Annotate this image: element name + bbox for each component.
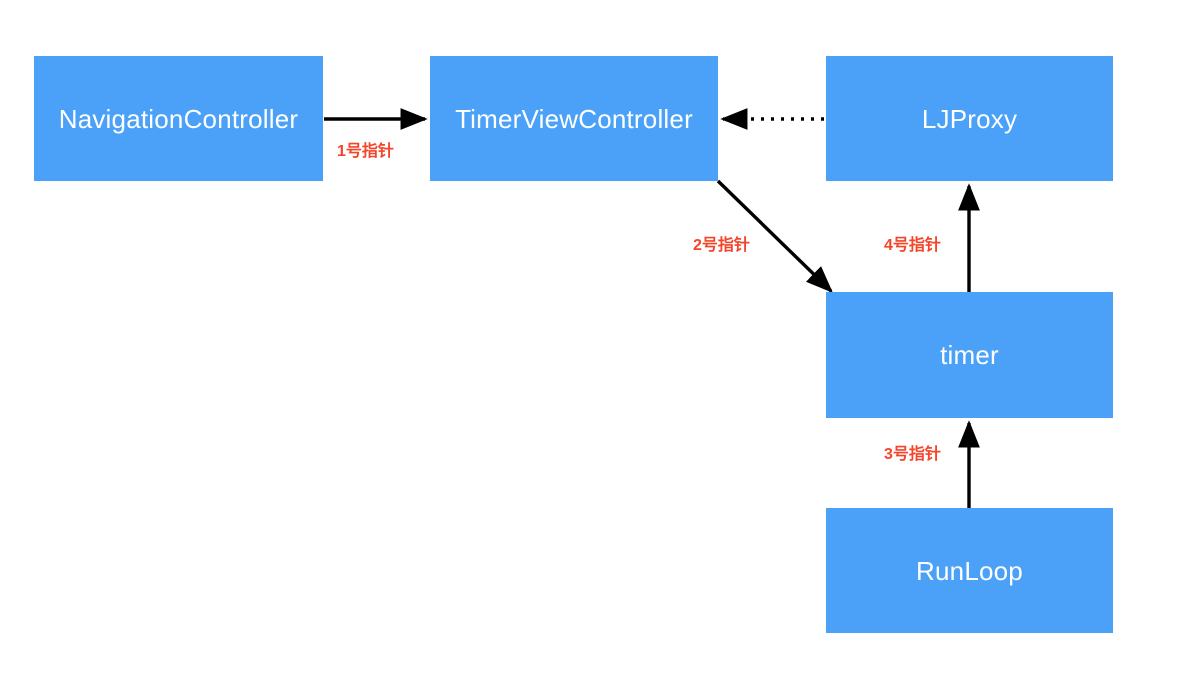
node-runloop-label: RunLoop: [916, 555, 1023, 586]
edge-label-pointer-4: 4号指针: [884, 237, 941, 254]
node-ljproxy-label: LJProxy: [921, 103, 1018, 134]
node-runloop[interactable]: RunLoop: [826, 508, 1113, 633]
edge-label-pointer-1: 1号指针: [337, 143, 394, 160]
edge-label-pointer-2: 2号指针: [693, 237, 750, 254]
node-timerviewcontroller-label: TimerViewController: [455, 103, 693, 134]
node-timerviewcontroller[interactable]: TimerViewController: [430, 56, 718, 181]
node-timer[interactable]: timer: [826, 292, 1113, 418]
node-timer-label: timer: [940, 340, 999, 370]
node-navigationcontroller[interactable]: NavigationController: [34, 56, 323, 181]
edge-label-pointer-3: 3号指针: [884, 446, 941, 463]
node-ljproxy[interactable]: LJProxy: [826, 56, 1113, 181]
edge-pointer-2: [716, 179, 833, 293]
node-navigationcontroller-label: NavigationController: [58, 103, 299, 134]
